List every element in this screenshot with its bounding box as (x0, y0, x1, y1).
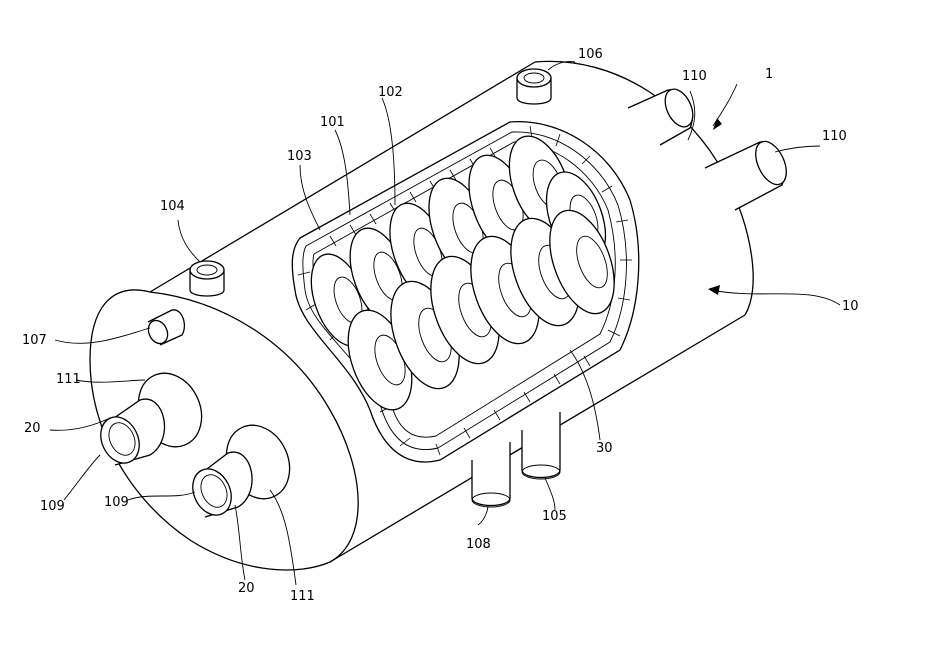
pipe-110-lower (704, 140, 787, 211)
label-20-left: 20 (24, 421, 41, 436)
pipe-108 (471, 442, 511, 508)
label-spiral: 30 (596, 441, 613, 456)
label-101: 101 (320, 115, 345, 130)
label-107: 107 (22, 333, 47, 348)
label-108: 108 (466, 537, 491, 552)
label-assembly: 1 (765, 67, 773, 82)
label-109-mid: 109 (104, 495, 129, 510)
pipe-110-upper (627, 88, 694, 146)
leader-lines (49, 61, 841, 586)
reference-labels: 1 110 110 106 102 101 103 104 10 107 111… (22, 47, 859, 604)
pipe-20-lower (192, 424, 291, 518)
label-housing: 10 (842, 299, 859, 314)
label-103: 103 (287, 149, 312, 164)
port-107 (147, 309, 186, 346)
label-105: 105 (542, 509, 567, 524)
pipe-20-upper (100, 372, 203, 466)
label-110-upper: 110 (682, 69, 707, 84)
label-102: 102 (378, 85, 403, 100)
port-104 (189, 260, 225, 297)
label-106: 106 (578, 47, 603, 62)
label-111-left: 111 (56, 372, 81, 387)
label-111-bottom: 111 (290, 589, 315, 604)
label-20-bottom: 20 (238, 581, 255, 596)
label-104: 104 (160, 199, 185, 214)
pipe-105 (521, 412, 561, 480)
label-109-left: 109 (40, 499, 65, 514)
label-110-lower: 110 (822, 129, 847, 144)
port-106 (516, 68, 552, 105)
spiral-lower (347, 209, 615, 411)
